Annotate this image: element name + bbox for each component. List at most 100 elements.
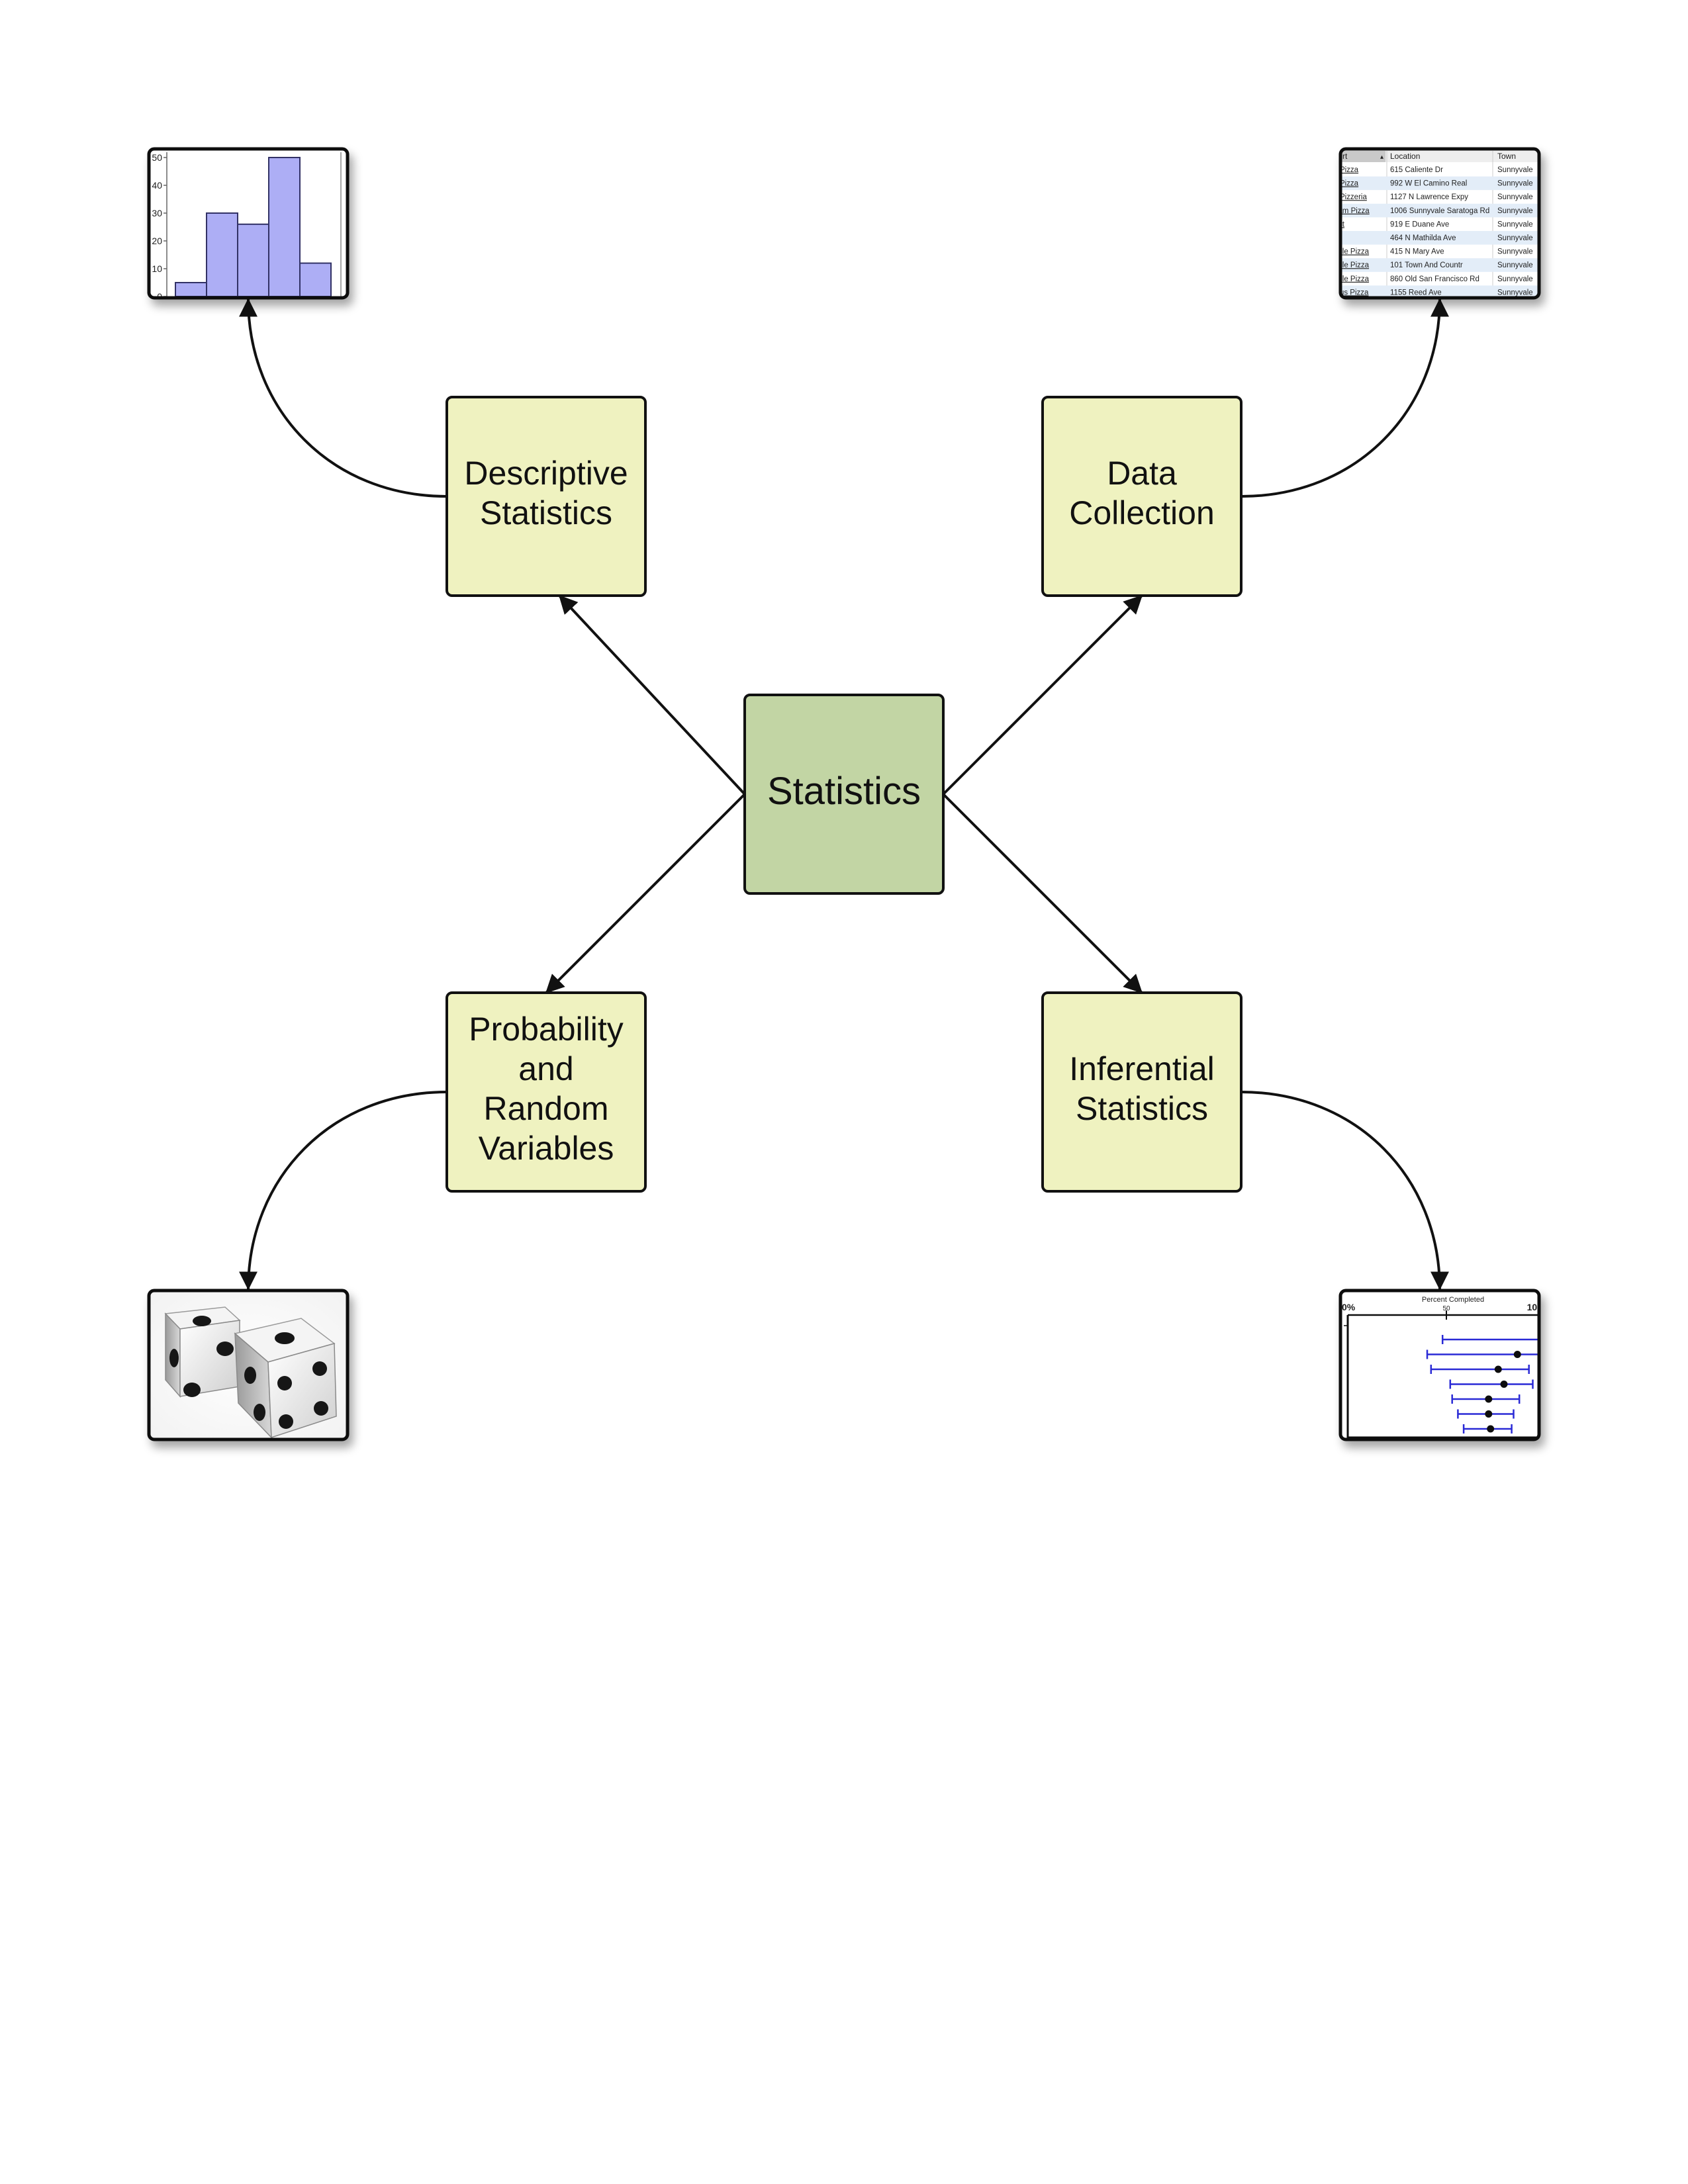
- table-cell: Sunnyvale: [1497, 180, 1533, 188]
- interval-point: [1500, 1381, 1508, 1388]
- table-link-cell[interactable]: able Pizza: [1334, 275, 1370, 283]
- node-statistics-box: [743, 694, 945, 895]
- table-cell: Sunnyvale: [1497, 275, 1533, 283]
- table-cell: 919 E Duane Ave: [1390, 220, 1449, 228]
- histogram-tick-label: 10: [152, 263, 162, 274]
- node-collection-line-2: Collection: [1069, 494, 1215, 531]
- dice-image: [164, 1306, 337, 1439]
- connector-inferential: [942, 793, 1143, 994]
- interval-point: [1485, 1395, 1493, 1403]
- node-probability-line-2: and: [518, 1050, 573, 1087]
- table-link-cell[interactable]: s Pizzeria: [1334, 193, 1367, 201]
- node-statistics-label: Statistics: [767, 770, 921, 813]
- histogram-bar: [237, 223, 269, 297]
- intervals-mid-label: 50: [1442, 1305, 1450, 1312]
- table-link-cell[interactable]: ious Pizza: [1334, 289, 1369, 296]
- node-collection-line-1: Data: [1107, 455, 1177, 492]
- node-inferential-statistics[interactable]: Inferential Statistics: [1041, 991, 1243, 1193]
- dice-thumbnail[interactable]: [147, 1289, 350, 1441]
- node-descriptive-line-1: Descriptive: [464, 455, 628, 492]
- histogram-tick-label: 40: [152, 180, 162, 191]
- node-descriptive-box: [445, 396, 647, 597]
- node-probability[interactable]: Probability and Random Variables: [445, 991, 647, 1193]
- node-inferential-box: [1041, 991, 1243, 1193]
- table-link-cell[interactable]: able Pizza: [1334, 248, 1370, 256]
- table-cell: 464 N Mathilda Ave: [1390, 234, 1456, 242]
- intervals-title: Percent Completed: [1422, 1296, 1484, 1304]
- interval-point: [1513, 1351, 1521, 1358]
- intervals-frame-bg: [1340, 1291, 1539, 1439]
- table-cell: 415 N Mary Ave: [1390, 248, 1444, 256]
- node-probability-line-3: Random: [484, 1090, 609, 1127]
- histogram-tick-label: 0: [157, 291, 162, 302]
- table-cell: 1006 Sunnyvale Saratoga Rd: [1390, 207, 1489, 215]
- table-header-cell: Location: [1390, 152, 1420, 161]
- connectors: [545, 594, 1143, 994]
- dice-frame: [147, 1289, 350, 1441]
- histogram-bar: [175, 282, 207, 297]
- table-row-stripe: [1340, 231, 1539, 245]
- table-link-cell[interactable]: s Pizza: [1334, 166, 1359, 174]
- table-frame: [1338, 147, 1541, 300]
- table-cell: Sunnyvale: [1497, 193, 1533, 201]
- table-link-cell[interactable]: eam Pizza: [1334, 207, 1370, 215]
- table-header-bg: [1340, 151, 1539, 162]
- histogram-bar: [268, 157, 301, 297]
- table-cell: 1127 N Lawrence Expy: [1390, 193, 1468, 201]
- node-probability-line-4: Variables: [479, 1130, 614, 1167]
- curve-to-intervals: [1241, 1091, 1449, 1291]
- table-cell: 615 Caliente Dr: [1390, 166, 1443, 174]
- node-collection-box: [1041, 396, 1243, 597]
- table-cell: Sunnyvale: [1497, 207, 1533, 215]
- histogram-frame: [147, 147, 350, 300]
- histogram-bar: [206, 212, 238, 297]
- table-header-cell: rt: [1342, 152, 1348, 161]
- interval-point: [1485, 1410, 1493, 1418]
- table-sort-arrow: ▴: [1380, 154, 1383, 161]
- connector-descriptive: [558, 594, 746, 796]
- connector-collection: [942, 594, 1143, 796]
- table-cell: Sunnyvale: [1497, 248, 1533, 256]
- table-row-stripe: [1340, 176, 1539, 191]
- node-data-collection[interactable]: Data Collection: [1041, 396, 1243, 597]
- table-cell: Sunnyvale: [1497, 166, 1533, 174]
- table-cell: 992 W El Camino Real: [1390, 180, 1467, 188]
- die-left: [164, 1306, 241, 1398]
- histogram-tick-label: 30: [152, 208, 162, 218]
- table-sorted-header-bg: [1340, 151, 1385, 162]
- node-probability-line-1: Probability: [469, 1011, 623, 1048]
- table-cell: 860 Old San Francisco Rd: [1390, 275, 1479, 283]
- intervals-left-label: 0%: [1342, 1302, 1356, 1312]
- node-statistics[interactable]: Statistics: [743, 694, 945, 895]
- table-link-cell[interactable]: pot: [1334, 220, 1345, 228]
- interval-point: [1487, 1425, 1495, 1433]
- table-link-cell[interactable]: l: [1334, 234, 1336, 242]
- histogram-tick-label: 50: [152, 152, 162, 163]
- curve-to-dice: [239, 1091, 447, 1291]
- table-link-cell[interactable]: able Pizza: [1334, 261, 1370, 269]
- table-row-stripe: [1340, 285, 1539, 298]
- interval-point: [1494, 1365, 1502, 1373]
- table-cell: Sunnyvale: [1497, 234, 1533, 242]
- table-row-stripe: [1340, 258, 1539, 272]
- connector-probability: [545, 793, 746, 994]
- table-cell: 1155 Reed Ave: [1390, 289, 1442, 296]
- table-link-cell[interactable]: s Pizza: [1334, 180, 1359, 188]
- table-cell: Sunnyvale: [1497, 261, 1533, 269]
- thumbnail-connectors: [239, 298, 1449, 1291]
- curve-to-histogram: [239, 298, 447, 498]
- table-cell: 101 Town And Countr: [1390, 261, 1463, 269]
- node-descriptive-statistics[interactable]: Descriptive Statistics: [445, 396, 647, 597]
- histogram-bar: [299, 262, 332, 298]
- node-inferential-line-2: Statistics: [1076, 1090, 1208, 1127]
- node-descriptive-line-2: Statistics: [480, 494, 612, 531]
- table-cell: Sunnyvale: [1497, 220, 1533, 228]
- table-cell: Sunnyvale: [1497, 289, 1533, 296]
